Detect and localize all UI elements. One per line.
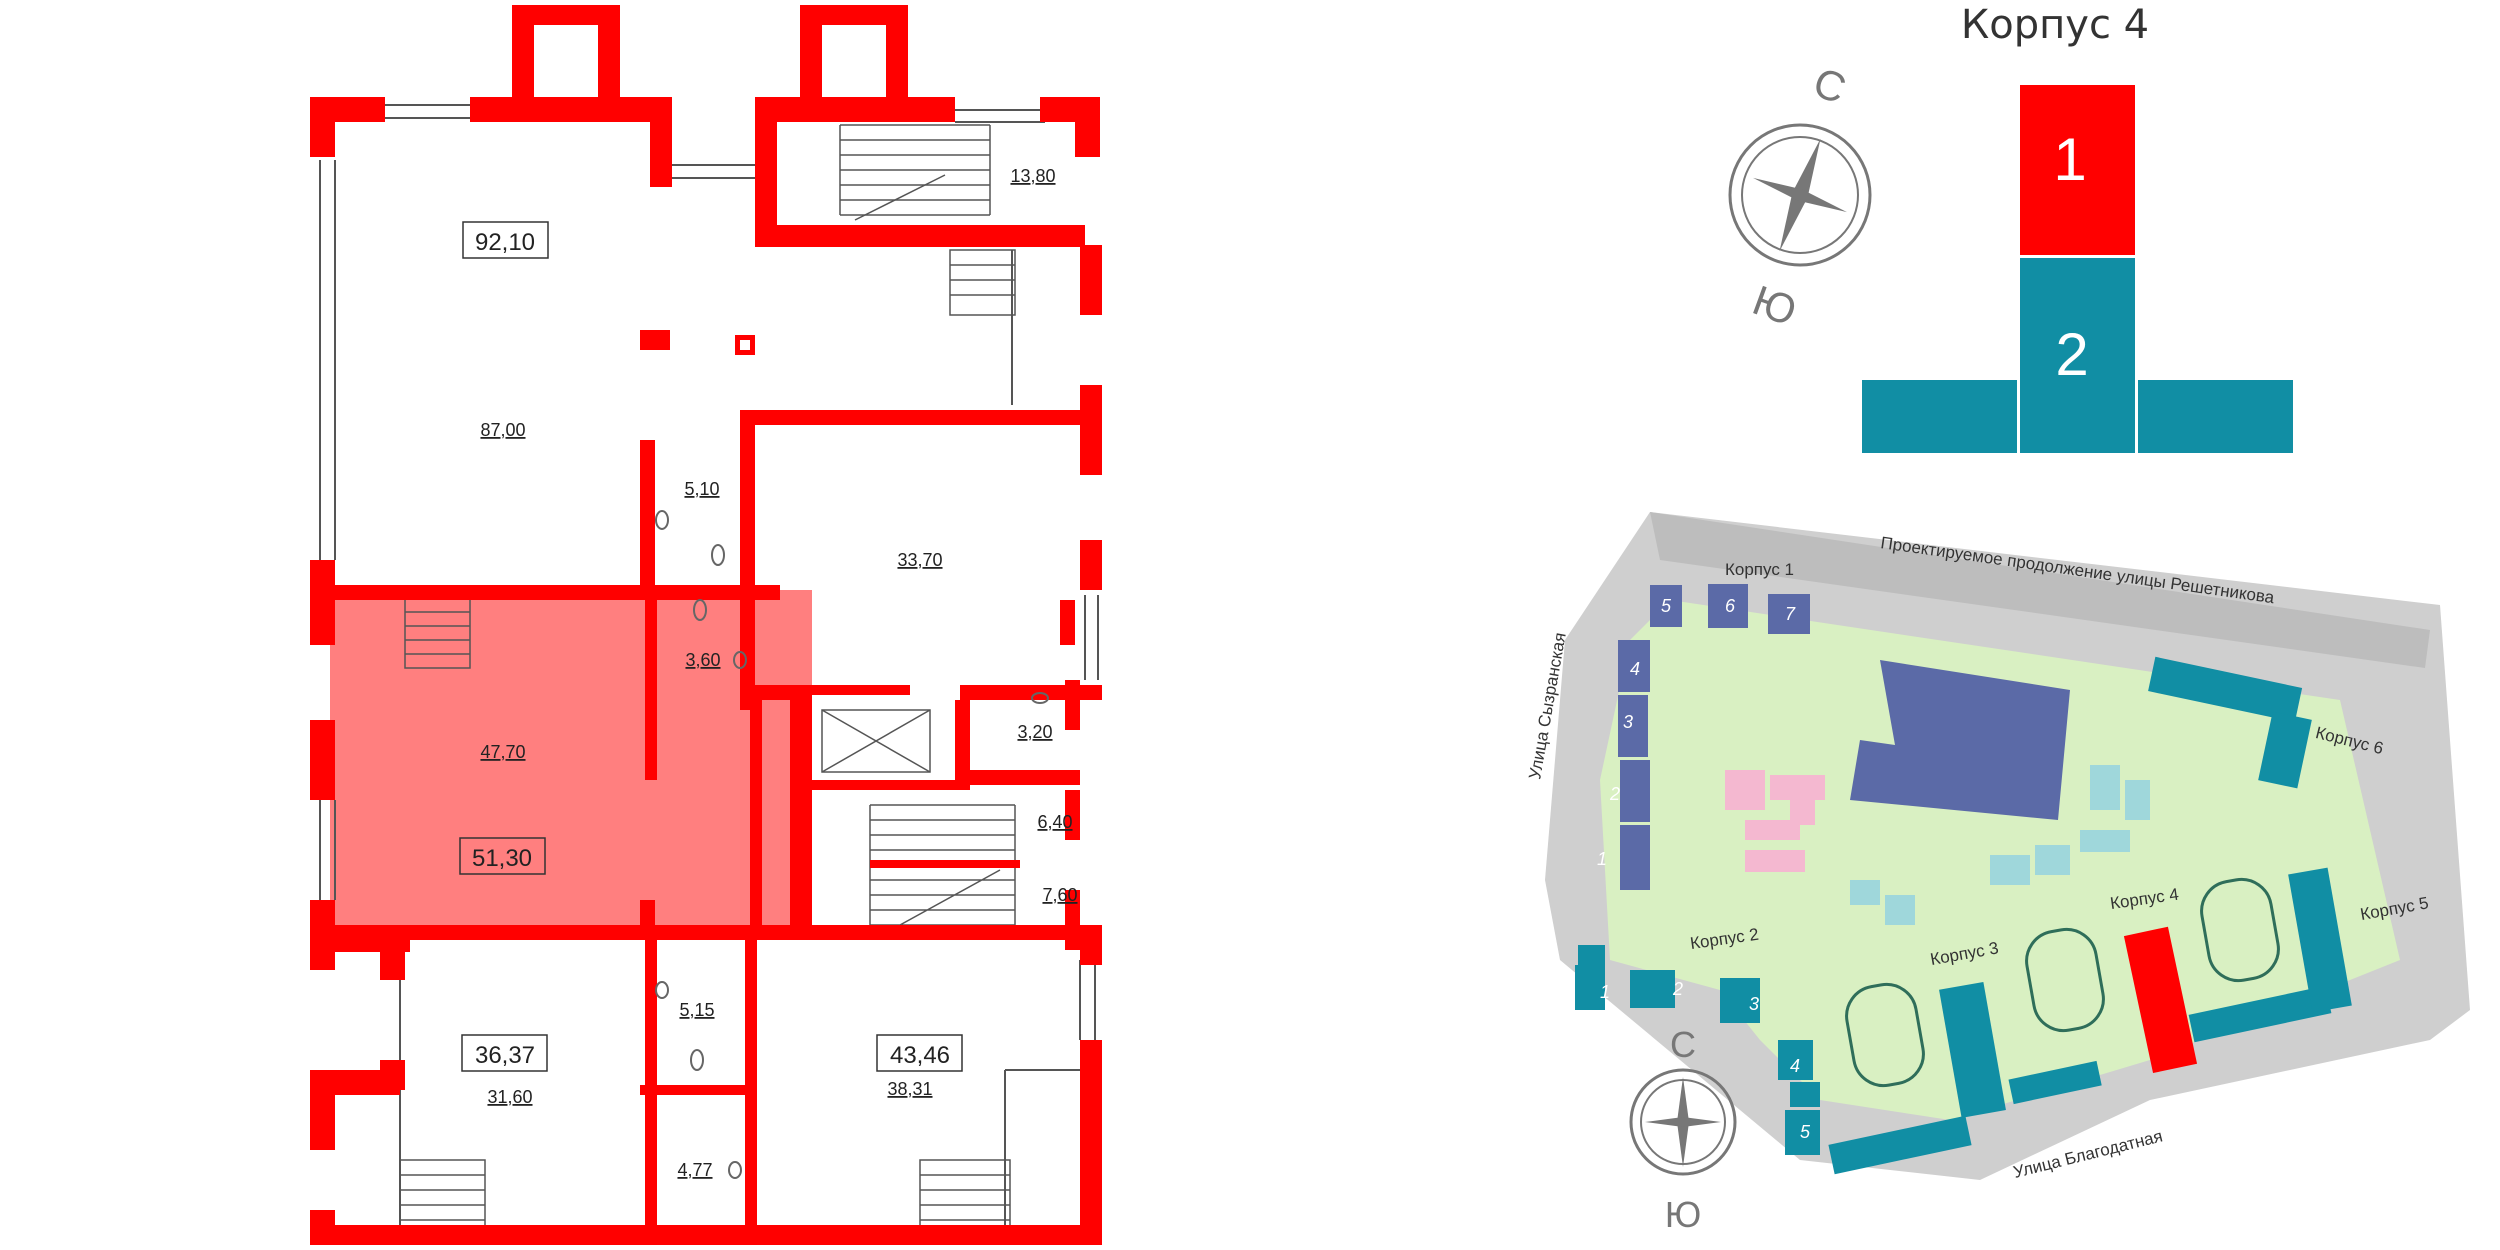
section-1-label: 1 (2053, 126, 2086, 193)
compass-top: С Ю (1728, 58, 1872, 335)
site-section-number: 6 (1725, 596, 1736, 616)
unit-label-36-37: 36,37 (475, 1042, 535, 1069)
floorplan: 92,10 51,30 36,37 43,46 87,00 13,80 5,10… (310, 5, 1102, 1245)
section-1-block[interactable] (2020, 85, 2135, 255)
room-area: 31,60 (487, 1087, 532, 1107)
building-sections: Корпус 4 1 2 (1862, 2, 2293, 453)
room-area: 3,20 (1017, 722, 1052, 742)
site-korpus-4-highlight[interactable] (2123, 926, 2198, 1074)
unit-labels: 92,10 51,30 36,37 43,46 (459, 221, 963, 1072)
compass-bottom: С Ю (1629, 1024, 1737, 1235)
compass-north-label: С (1808, 58, 1853, 113)
room-area: 6,40 (1037, 812, 1072, 832)
unit-label-43-46: 43,46 (890, 1042, 950, 1069)
site-section-number: 2 (1672, 979, 1683, 999)
room-area: 47,70 (480, 742, 525, 762)
plumbing (655, 510, 1049, 1179)
site-section-number: 5 (1661, 596, 1672, 616)
room-area: 3,60 (685, 650, 720, 670)
site-section-number: 4 (1630, 659, 1640, 679)
unit-label-92-10: 92,10 (475, 229, 535, 256)
site-section-number: 3 (1749, 994, 1759, 1014)
compass-south-label: Ю (1747, 276, 1803, 335)
site-section-number: 3 (1623, 712, 1633, 732)
room-area: 7,60 (1042, 885, 1077, 905)
section-2-wing-right[interactable] (2138, 380, 2293, 453)
site-section-number: 5 (1800, 1122, 1811, 1142)
site-section-number: 1 (1597, 849, 1607, 869)
compass-north-label: С (1670, 1024, 1696, 1065)
room-area: 33,70 (897, 550, 942, 570)
room-area: 87,00 (480, 420, 525, 440)
room-area: 13,80 (1010, 166, 1055, 186)
site-school (1850, 660, 2070, 820)
compass-south-label: Ю (1665, 1194, 1701, 1235)
site-section-number: 1 (1600, 982, 1610, 1002)
site-block-label: Корпус 1 (1725, 560, 1794, 579)
site-section-number: 2 (1609, 784, 1620, 804)
section-2-wing-left[interactable] (1862, 380, 2017, 453)
room-area: 38,31 (887, 1079, 932, 1099)
room-areas: 87,00 13,80 5,10 33,70 3,60 47,70 3,20 6… (480, 166, 1077, 1180)
siteplan: 1 2 3 4 5 6 7 1 2 3 4 5 Корпус 1 Корпус … (1525, 512, 2470, 1182)
selected-unit-fill[interactable] (330, 590, 812, 925)
room-area: 5,10 (684, 479, 719, 499)
site-section-number: 7 (1785, 604, 1796, 624)
room-area: 4,77 (677, 1160, 712, 1180)
site-section-number: 4 (1790, 1056, 1800, 1076)
section-2-block[interactable] (2020, 258, 2135, 453)
section-2-label: 2 (2055, 321, 2088, 388)
room-area: 5,15 (679, 1000, 714, 1020)
unit-label-51-30: 51,30 (472, 845, 532, 872)
building-title: Корпус 4 (1961, 2, 2149, 48)
walls (310, 5, 1102, 1245)
